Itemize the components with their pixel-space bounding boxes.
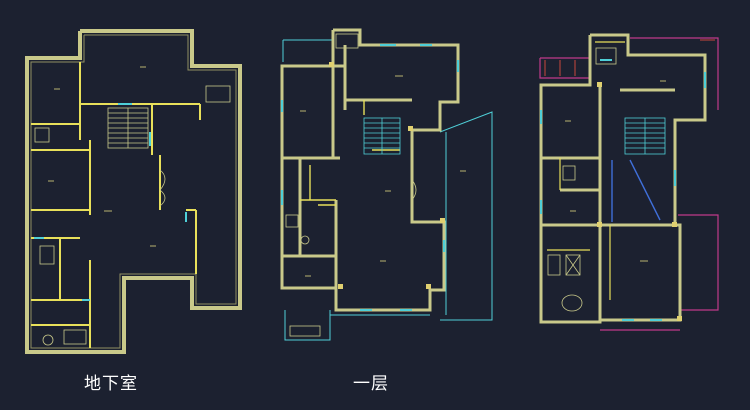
first-floor-walls <box>280 28 460 312</box>
basement-outer-wall <box>25 29 242 354</box>
second-floor-blue-lines <box>611 159 661 222</box>
first-floor-label: 一层 <box>353 374 389 394</box>
first-floor-fixtures <box>285 33 417 337</box>
second-floor-room-tags <box>565 80 666 262</box>
first-floor-plan <box>280 28 493 341</box>
second-floor-openings <box>540 59 706 321</box>
basement-fixtures <box>34 85 231 346</box>
first-floor-room-tags <box>300 75 466 277</box>
second-floor-fixtures <box>547 47 617 312</box>
second-floor-staircase <box>624 117 666 155</box>
first-floor-columns <box>329 62 445 289</box>
basement-plan <box>25 29 242 354</box>
basement-label: 地下室 <box>84 374 138 394</box>
first-floor-inner-walls <box>300 100 400 206</box>
basement-outer-wall-inner <box>30 34 237 349</box>
second-floor-inner-walls <box>547 41 625 300</box>
basement-openings <box>34 103 187 301</box>
second-floor-walls <box>539 33 707 324</box>
second-floor-roof-outlines <box>539 37 719 331</box>
basement-room-tags <box>48 66 156 247</box>
second-floor-plan <box>539 33 719 331</box>
basement-staircase <box>107 107 149 149</box>
second-floor-roof-hatch <box>544 39 715 76</box>
first-floor-staircase <box>363 117 401 155</box>
basement-internal-walls <box>31 62 201 348</box>
second-floor-columns <box>597 82 682 321</box>
first-floor-openings <box>281 44 459 311</box>
